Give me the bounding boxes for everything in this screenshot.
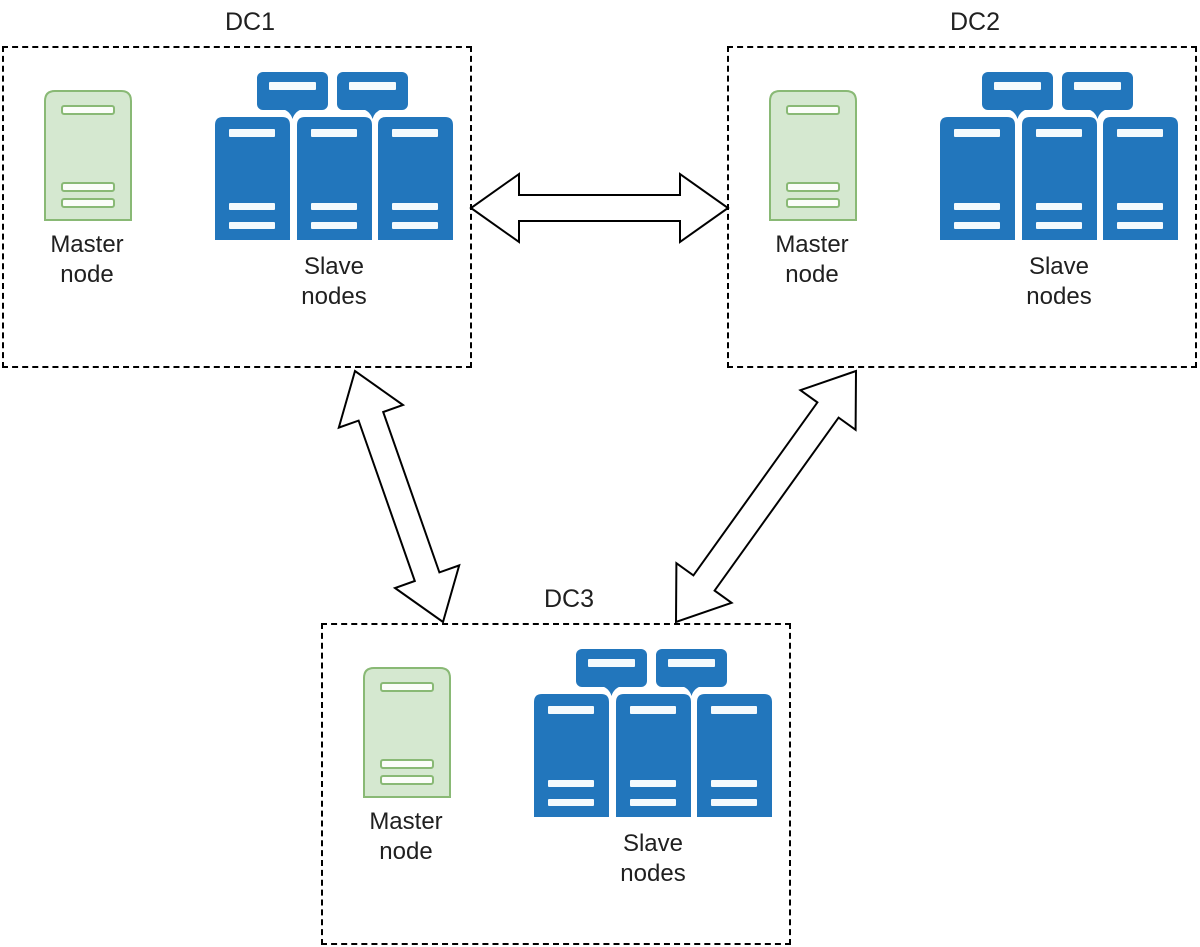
master-node-label: Master node [729,230,895,290]
label-line: node [379,838,433,865]
datacenter-dc3-boundary: Master node Slave nodes [321,623,791,945]
datacenter-dc1-title: DC1 [224,8,275,36]
label-line: Master [369,808,443,835]
label-line: nodes [620,860,686,887]
slave-nodes-label: Slave nodes [573,829,733,889]
server-tower-icon [44,90,132,221]
master-node-label: Master node [4,230,170,290]
label-line: node [60,261,114,288]
double-headed-arrow-dc1-dc2 [469,172,730,244]
label-line: nodes [1026,283,1092,310]
label-line: Master [50,231,124,258]
slave-nodes-label: Slave nodes [254,252,414,312]
datacenter-dc3-title: DC3 [543,585,594,613]
datacenter-dc2-group: DC2 Master node Slave nodes [727,2,1197,368]
server-tower-icon [363,667,451,798]
datacenter-dc1-group: DC1 Master node Slave nodes [2,2,472,368]
server-tower-icon [769,90,857,221]
master-node-label: Master node [323,807,489,867]
server-cluster-icon [534,649,772,817]
label-line: Slave [1028,253,1090,280]
label-line: node [785,261,839,288]
server-cluster-icon [215,72,453,240]
datacenter-dc1-boundary: Master node Slave nodes [2,46,472,368]
label-line: Slave [303,253,365,280]
datacenter-dc3-group: DC3 Master node Slave nodes [321,579,791,945]
label-line: nodes [301,283,367,310]
slave-nodes-label: Slave nodes [979,252,1139,312]
label-line: Slave [622,830,684,857]
label-line: Master [775,231,849,258]
datacenter-dc2-boundary: Master node Slave nodes [727,46,1197,368]
server-cluster-icon [940,72,1178,240]
datacenter-dc2-title: DC2 [949,8,1000,36]
